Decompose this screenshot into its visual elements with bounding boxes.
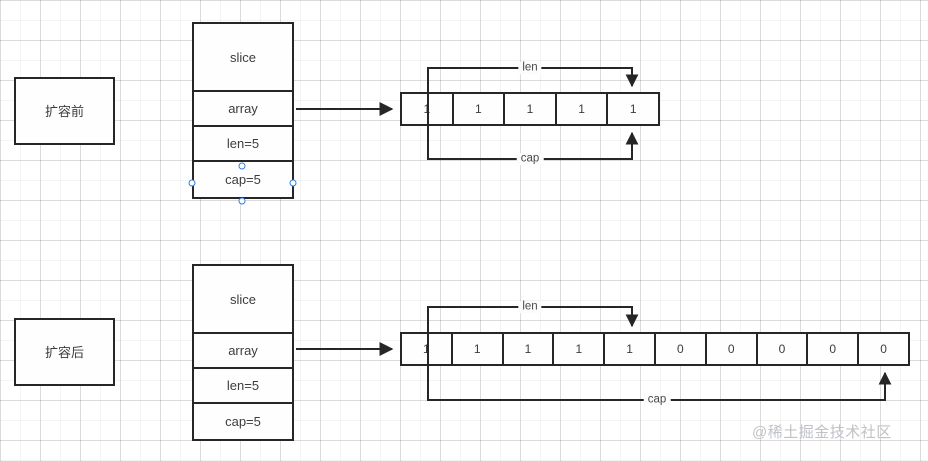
after-slice-struct[interactable]: slice array len=5 cap=5 xyxy=(192,264,294,441)
after-struct-cap-label: cap=5 xyxy=(225,414,261,429)
selection-handle-top[interactable] xyxy=(238,162,246,170)
after-array-cell-value: 1 xyxy=(524,342,532,356)
after-array-cell[interactable]: 0 xyxy=(859,334,908,364)
after-array-cell-value: 0 xyxy=(829,342,837,356)
before-array-cell-value: 1 xyxy=(423,102,431,116)
after-struct-cap-row[interactable]: cap=5 xyxy=(194,404,292,439)
after-array-row[interactable]: 1 1 1 1 1 0 0 0 0 0 xyxy=(400,332,910,366)
before-array-row[interactable]: 1 1 1 1 1 xyxy=(400,92,660,126)
before-label-text: 扩容前 xyxy=(44,103,84,119)
after-struct-array-row[interactable]: array xyxy=(194,334,292,369)
before-array-cell-value: 1 xyxy=(526,102,534,116)
before-array-cell-value: 1 xyxy=(578,102,585,116)
after-len-edge-label: len xyxy=(518,301,542,313)
before-array-cell[interactable]: 1 xyxy=(453,94,506,124)
before-struct-array-label: array xyxy=(228,101,258,116)
after-array-cell[interactable]: 0 xyxy=(655,334,707,364)
before-struct-cap-label: cap=5 xyxy=(225,172,261,187)
after-label-text: 扩容后 xyxy=(44,344,84,360)
before-struct-len-row[interactable]: len=5 xyxy=(194,127,292,162)
before-len-edge-label: len xyxy=(518,62,542,74)
after-array-cell[interactable]: 1 xyxy=(452,334,504,364)
selection-handle-left[interactable] xyxy=(188,179,196,187)
after-array-cell[interactable]: 1 xyxy=(605,334,656,364)
before-label-box[interactable]: 扩容前 xyxy=(14,77,115,145)
watermark-text: @稀土掘金技术社区 xyxy=(752,424,892,441)
after-array-cell[interactable]: 1 xyxy=(402,334,453,364)
after-array-cell-value: 0 xyxy=(677,342,684,356)
after-array-cell[interactable]: 0 xyxy=(706,334,758,364)
before-struct-title: slice xyxy=(229,49,256,65)
before-array-cell-value: 1 xyxy=(629,102,637,116)
after-array-cell-value: 0 xyxy=(880,342,887,356)
after-array-cell-value: 1 xyxy=(473,342,481,356)
before-cap-edge-label: cap xyxy=(516,153,544,165)
before-array-cell[interactable]: 1 xyxy=(556,94,609,124)
after-struct-len-row[interactable]: len=5 xyxy=(194,369,292,404)
after-struct-len-label: len=5 xyxy=(226,378,260,393)
before-slice-struct[interactable]: slice array len=5 cap=5 xyxy=(192,22,294,199)
after-cap-edge-label: cap xyxy=(643,394,671,406)
after-array-cell-value: 0 xyxy=(727,342,735,356)
after-array-cell-value: 0 xyxy=(778,342,786,356)
before-struct-array-row[interactable]: array xyxy=(194,92,292,127)
before-array-cell[interactable]: 1 xyxy=(402,94,454,124)
before-struct-len-label: len=5 xyxy=(226,136,260,151)
after-array-cell[interactable]: 0 xyxy=(757,334,809,364)
selection-handle-right[interactable] xyxy=(289,179,297,187)
after-struct-title-row[interactable]: slice xyxy=(194,266,292,334)
after-array-cell[interactable]: 1 xyxy=(554,334,606,364)
before-array-cell[interactable]: 1 xyxy=(608,94,658,124)
before-array-cell[interactable]: 1 xyxy=(505,94,557,124)
after-array-cell[interactable]: 1 xyxy=(503,334,555,364)
after-struct-array-label: array xyxy=(228,343,258,358)
selection-handle-bottom[interactable] xyxy=(238,197,246,205)
after-label-box[interactable]: 扩容后 xyxy=(14,318,115,386)
before-array-cell-value: 1 xyxy=(475,102,482,116)
after-struct-title: slice xyxy=(229,291,256,307)
before-struct-title-row[interactable]: slice xyxy=(194,24,292,92)
after-array-cell-value: 1 xyxy=(575,342,583,356)
after-array-cell-value: 1 xyxy=(423,342,430,356)
after-array-cell-value: 1 xyxy=(626,342,633,356)
after-array-cell[interactable]: 0 xyxy=(808,334,860,364)
